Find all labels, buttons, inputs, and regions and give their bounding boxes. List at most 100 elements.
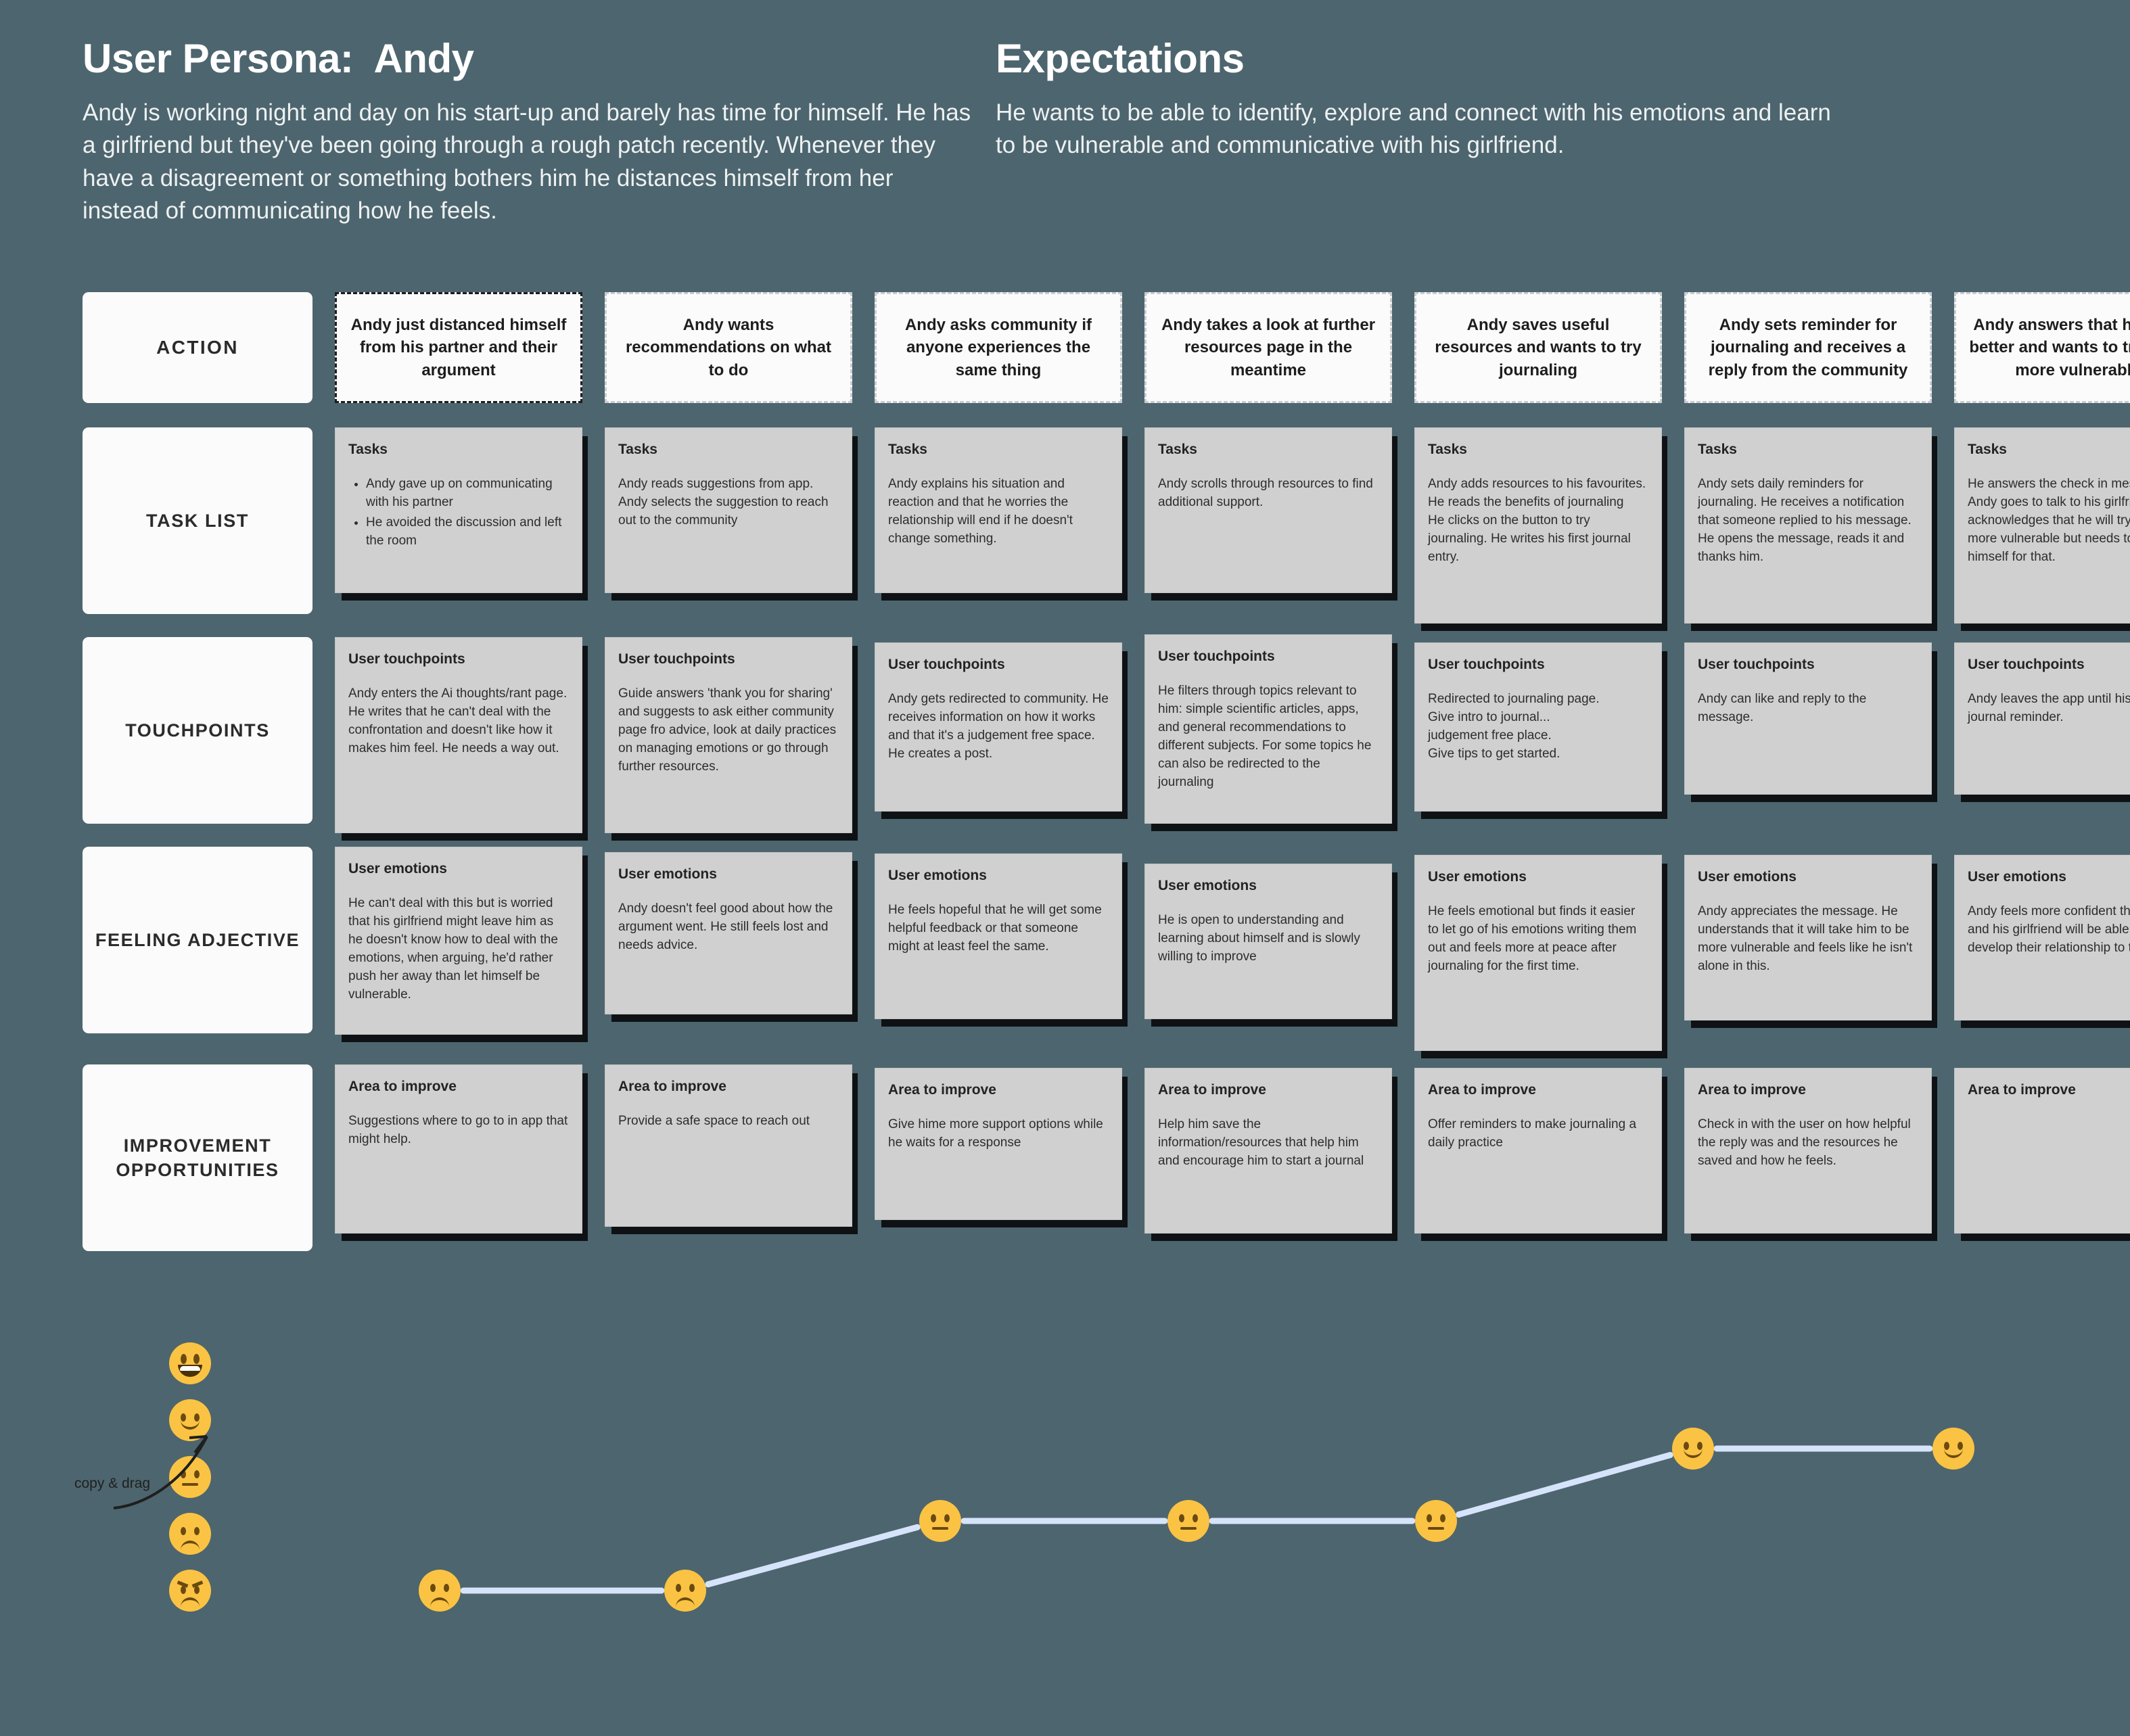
tasks-note-body: Andy explains his situation and reaction…	[888, 475, 1109, 548]
improve-note-title: Area to improve	[1158, 1082, 1266, 1098]
emoji-eye-right	[444, 1584, 449, 1592]
action-cell: Andy saves useful resources and wants to…	[1414, 292, 1662, 403]
emoji-angry-icon[interactable]	[169, 1570, 211, 1612]
note-line: He filters through topics relevant to hi…	[1158, 684, 1372, 789]
note-line: Andy appreciates the message. He underst…	[1698, 904, 1913, 973]
emoji-mouth	[1684, 1449, 1703, 1458]
emoji-smile-icon[interactable]	[169, 1399, 211, 1441]
action-card[interactable]: Andy saves useful resources and wants to…	[1414, 292, 1662, 403]
journey-point[interactable]	[419, 1570, 461, 1612]
note-line: Give tips to get started.	[1428, 746, 1560, 761]
note-line: He is open to understanding and learning…	[1158, 913, 1360, 964]
row-label-improvement-opportunities: IMPROVEMENT OPPORTUNITIES	[83, 1064, 312, 1251]
journey-point[interactable]	[664, 1570, 706, 1612]
touchpoints-note-body: Andy gets redirected to community. He re…	[888, 690, 1109, 764]
action-card[interactable]: Andy wants recommendations on what to do	[605, 292, 852, 403]
emoji-smile-icon[interactable]	[1932, 1428, 1974, 1470]
journey-point[interactable]	[1932, 1428, 1974, 1470]
emoji-sad-icon[interactable]	[419, 1570, 461, 1612]
journey-point[interactable]	[1672, 1428, 1714, 1470]
tasks-note-title: Tasks	[1428, 442, 1467, 457]
journey-line	[460, 1445, 1933, 1594]
emoji-smile-icon[interactable]	[1672, 1428, 1714, 1470]
note-line: He can't deal with this but is worried t…	[348, 896, 558, 1002]
emotions-note-body: Andy appreciates the message. He underst…	[1698, 903, 1918, 976]
action-card[interactable]: Andy answers that he feels better and wa…	[1954, 292, 2130, 403]
touchpoints-note-title: User touchpoints	[1428, 657, 1545, 672]
emoji-face	[169, 1342, 211, 1384]
emoji-eye-right	[689, 1584, 695, 1592]
journey-point[interactable]	[1415, 1500, 1457, 1542]
emoji-mouth	[676, 1597, 695, 1607]
emoji-eye-left	[181, 1413, 186, 1422]
tasks-note-title: Tasks	[1158, 442, 1197, 457]
journey-point[interactable]	[919, 1500, 961, 1542]
emoji-neutral-icon[interactable]	[1415, 1500, 1457, 1542]
emoji-eye-left	[1427, 1514, 1432, 1522]
action-card[interactable]: Andy just distanced himself from his par…	[335, 292, 582, 403]
touchpoints-note-body: He filters through topics relevant to hi…	[1158, 682, 1379, 792]
improve-note[interactable]: Area to improve	[1954, 1068, 2130, 1234]
emoji-eye-right	[194, 1586, 200, 1594]
touchpoints-note-body: Redirected to journaling page.Give intro…	[1428, 690, 1648, 764]
tasks-note-title: Tasks	[348, 442, 388, 457]
touchpoints-note-title: User touchpoints	[1968, 657, 2085, 672]
journey-point[interactable]	[1167, 1500, 1209, 1542]
note-line: He feels emotional but finds it easier t…	[1428, 904, 1637, 973]
copy-drag-arrow-icon	[113, 1435, 208, 1509]
emoji-mouth	[430, 1597, 449, 1607]
action-card[interactable]: Andy takes a look at further resources p…	[1144, 292, 1392, 403]
action-cell: Andy takes a look at further resources p…	[1144, 292, 1392, 403]
emoji-mouth	[182, 1483, 198, 1486]
journey-line-path	[460, 1445, 1933, 1594]
persona-description: Andy is working night and day on his sta…	[83, 99, 971, 224]
emoji-sad-icon[interactable]	[169, 1513, 211, 1555]
note-line: Check in with the user on how helpful th…	[1698, 1117, 1911, 1168]
expectations-title: Expectations	[996, 36, 1245, 81]
note-line: Andy adds resources to his favourites.	[1428, 477, 1646, 491]
emoji-happy-icon[interactable]	[169, 1342, 211, 1384]
emoji-face	[919, 1500, 961, 1542]
emoji-neutral-icon[interactable]	[1167, 1500, 1209, 1542]
action-card[interactable]: Andy sets reminder for journaling and re…	[1684, 292, 1932, 403]
action-card[interactable]: Andy asks community if anyone experience…	[875, 292, 1122, 403]
emoji-neutral-icon[interactable]	[919, 1500, 961, 1542]
emoji-sad-icon[interactable]	[664, 1570, 706, 1612]
emoji-mouth	[181, 1420, 200, 1430]
